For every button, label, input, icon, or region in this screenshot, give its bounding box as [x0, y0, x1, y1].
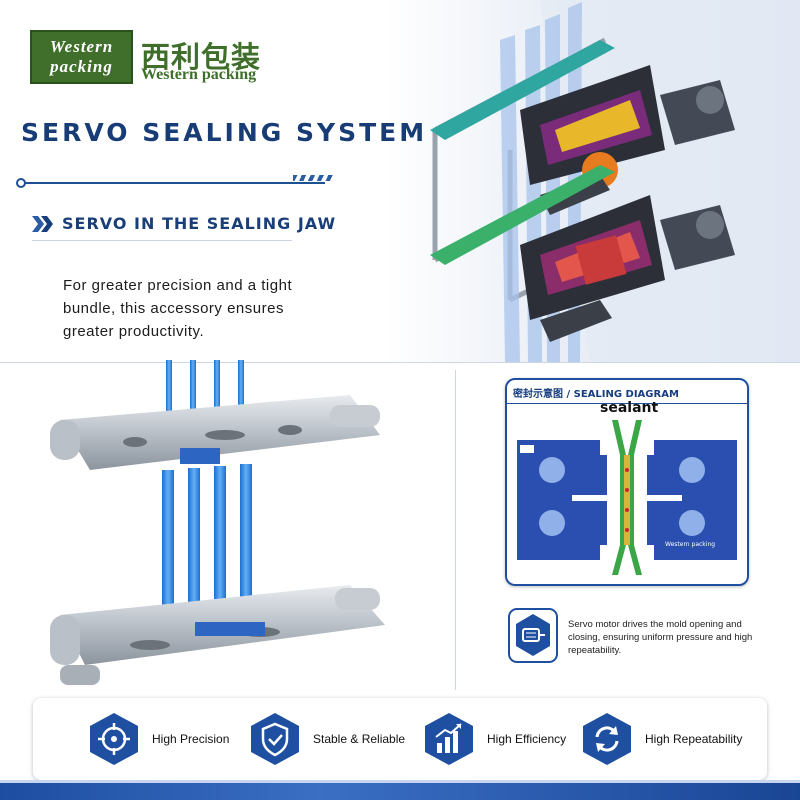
feature-stable-reliable: Stable & Reliable	[249, 698, 405, 780]
logo-line-1: Western	[49, 37, 114, 56]
logo-line-2: packing	[50, 57, 113, 76]
feature-label: High Repeatability	[645, 732, 743, 746]
sealing-jaw-assembly-illustration	[430, 0, 800, 362]
title-divider	[20, 182, 325, 184]
diagram-heading: 密封示意图 / SEALING DIAGRAM	[513, 389, 679, 400]
sealing-diagram: Western packing	[517, 420, 737, 575]
diagram-plate-label: Western packing	[665, 541, 715, 548]
feature-label: High Precision	[152, 732, 230, 746]
servo-description: Servo motor drives the mold opening and …	[568, 619, 753, 656]
double-chevron-icon	[32, 216, 53, 232]
feature-label: Stable & Reliable	[313, 732, 406, 746]
brand-name-en: Western packing	[141, 66, 257, 83]
feature-high-repeatability: High Repeatability	[581, 698, 742, 780]
brand-logo: Western packing	[30, 30, 133, 84]
page-title: SERVO SEALING SYSTEM	[21, 118, 428, 147]
sealing-jaw-photo	[50, 360, 385, 685]
description-text: For greater precision and a tight bundle…	[63, 277, 293, 340]
subtitle-divider	[32, 240, 292, 241]
brand-name-cn: 西利包装	[141, 40, 262, 74]
crosshair-icon	[90, 713, 138, 765]
sealant-label: sealant	[600, 400, 659, 416]
diagram-heading-underline	[505, 403, 749, 404]
bar-chart-up-icon	[425, 713, 473, 765]
feature-label: High Efficiency	[487, 732, 567, 746]
feature-high-efficiency: High Efficiency	[423, 698, 566, 780]
title-stripes-decoration	[293, 175, 333, 181]
feature-high-precision: High Precision	[88, 698, 229, 780]
features-bar: High Precision Stable & Reliable High Ef…	[33, 698, 767, 780]
servo-motor-icon	[508, 608, 558, 663]
footer-strip	[0, 783, 800, 800]
section-subtitle: SERVO IN THE SEALING JAW	[62, 214, 337, 233]
title-divider-dot	[16, 178, 26, 188]
shield-check-icon	[251, 713, 299, 765]
refresh-icon	[583, 713, 631, 765]
footer-accent	[0, 780, 800, 783]
section-divider	[0, 362, 800, 363]
panel-divider	[455, 370, 456, 690]
